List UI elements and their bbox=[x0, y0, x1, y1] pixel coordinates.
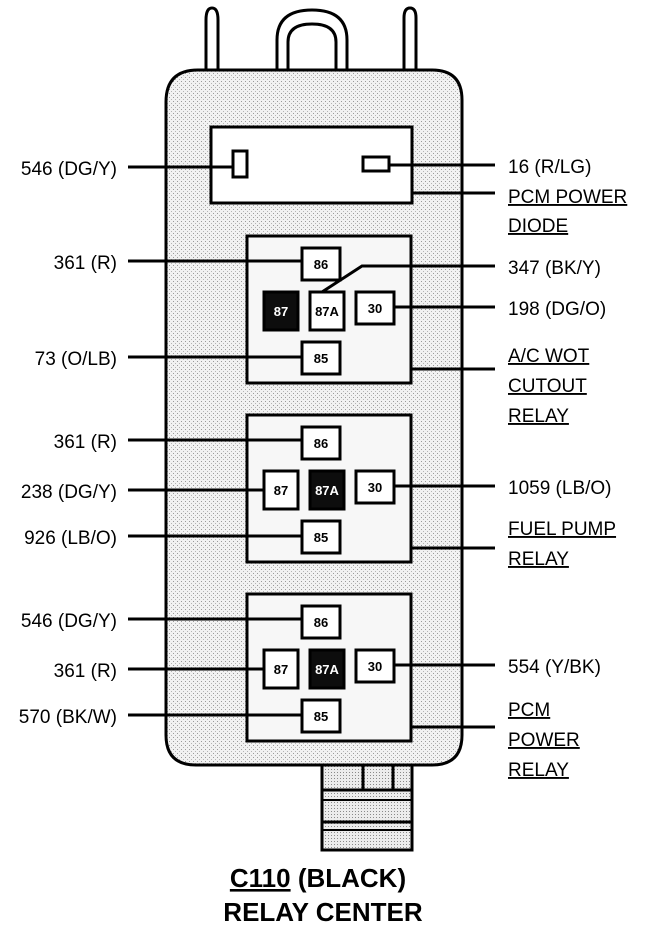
mounting-hardware bbox=[204, 6, 418, 78]
component-label-line1: PCM bbox=[508, 700, 550, 721]
wire-label-30: 554 (Y/BK) bbox=[508, 657, 601, 678]
wire-label-85: 926 (LB/O) bbox=[24, 528, 117, 549]
terminal-87-box bbox=[262, 290, 300, 332]
terminal-86-box bbox=[300, 425, 342, 461]
component-label-line2: POWER bbox=[508, 730, 580, 751]
terminal-30-label: 30 bbox=[368, 480, 382, 495]
diode-left-wire-label: 546 (DG/Y) bbox=[21, 159, 117, 180]
terminal-85-label: 85 bbox=[314, 351, 328, 366]
terminal-87-label: 87 bbox=[274, 483, 288, 498]
diode-terminal-left bbox=[231, 149, 249, 179]
component-label-line3: RELAY bbox=[508, 406, 569, 427]
terminal-86-label: 86 bbox=[314, 615, 328, 630]
wire-label-30: 198 (DG/O) bbox=[508, 299, 606, 320]
terminal-87a-label: 87A bbox=[315, 304, 339, 319]
terminal-86-box bbox=[300, 604, 342, 640]
wire-label-85: 570 (BK/W) bbox=[19, 707, 117, 728]
title-line1: C110 (BLACK) bbox=[230, 863, 406, 893]
terminal-86-label: 86 bbox=[314, 257, 328, 272]
terminal-87-label: 87 bbox=[274, 662, 288, 677]
pcm-power-diode: 546 (DG/Y) 16 (R/LG) PCM POWER DIODE bbox=[21, 125, 627, 237]
diode-component-label-line1: PCM POWER bbox=[508, 187, 627, 208]
wire-label-87a: 347 (BK/Y) bbox=[508, 258, 601, 279]
connector-id: C110 bbox=[230, 863, 291, 893]
terminal-86-box bbox=[300, 246, 342, 282]
diode-right-wire-label: 16 (R/LG) bbox=[508, 157, 591, 178]
relay-ac-wot-cutout: 86 87 87A 30 85 361 (R) 73 (O/LB) 198 (DG/O) 347… bbox=[35, 234, 606, 427]
terminal-87a-box bbox=[308, 469, 346, 511]
wire-label-86: 361 (R) bbox=[54, 253, 117, 274]
wire-label-85: 73 (O/LB) bbox=[35, 349, 117, 370]
component-label-line2: RELAY bbox=[508, 549, 569, 570]
wire-label-87: 238 (DG/Y) bbox=[21, 482, 117, 503]
terminal-87a-box bbox=[308, 290, 346, 332]
relay-pcm-power: 86 87 87A 30 85 546 (DG/Y) 570 (BK/W) 361 (R) 55… bbox=[19, 592, 601, 781]
wire-label-86: 361 (R) bbox=[54, 432, 117, 453]
component-label-line3: RELAY bbox=[508, 760, 569, 781]
component-label-line2: CUTOUT bbox=[508, 376, 587, 397]
wire-label-86: 546 (DG/Y) bbox=[21, 611, 117, 632]
connector-stem bbox=[320, 763, 414, 852]
terminal-30-label: 30 bbox=[368, 659, 382, 674]
wire-label-30: 1059 (LB/O) bbox=[508, 478, 612, 499]
component-label-line1: A/C WOT bbox=[508, 346, 590, 367]
terminal-85-label: 85 bbox=[314, 530, 328, 545]
terminal-87a-label: 87A bbox=[315, 483, 339, 498]
component-label-line1: FUEL PUMP bbox=[508, 519, 616, 540]
terminal-85-label: 85 bbox=[314, 709, 328, 724]
title: C110 (BLACK) RELAY CENTER bbox=[223, 863, 423, 927]
wire-label-87: 361 (R) bbox=[54, 661, 117, 682]
terminal-87-label: 87 bbox=[274, 304, 288, 319]
terminal-87a-label: 87A bbox=[315, 662, 339, 677]
terminal-30-label: 30 bbox=[368, 301, 382, 316]
terminal-87-box bbox=[262, 648, 300, 690]
wire-line-87a bbox=[321, 264, 495, 294]
terminal-87-box bbox=[262, 469, 300, 511]
relays: 86 87 87A 30 85 361 (R) 73 (O/LB) 198 (DG/O) 347… bbox=[19, 234, 616, 781]
title-line2: RELAY CENTER bbox=[223, 897, 423, 927]
terminal-30-box bbox=[354, 290, 396, 326]
diode-component-label-line2: DIODE bbox=[508, 216, 568, 237]
diode-terminal-right bbox=[361, 155, 391, 173]
relay-fuel-pump: 86 87 87A 30 85 361 (R) 926 (LB/O) 238 (DG/Y) 10… bbox=[21, 413, 616, 570]
terminal-87a-box bbox=[308, 648, 346, 690]
connector-color: (BLACK) bbox=[291, 863, 407, 893]
terminal-86-label: 86 bbox=[314, 436, 328, 451]
